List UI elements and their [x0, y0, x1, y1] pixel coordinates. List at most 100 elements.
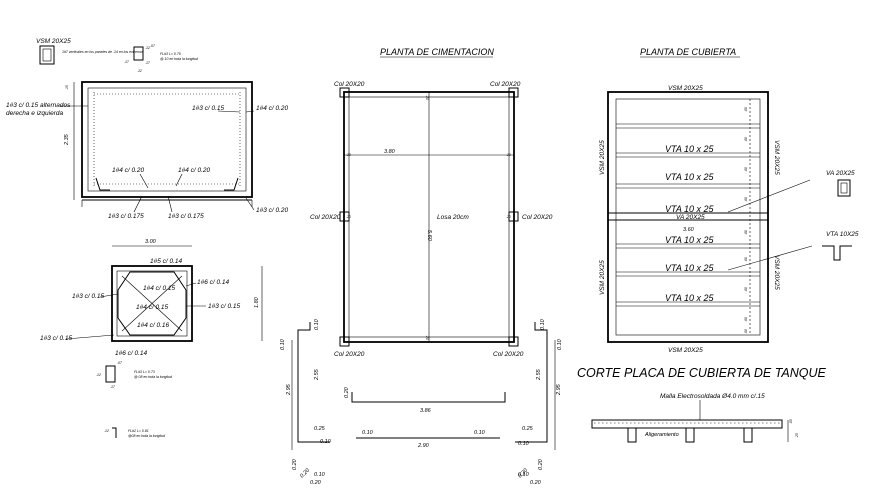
bar-label: 1#3 c/ 0.175	[168, 213, 204, 220]
dim-label: 0.10	[314, 472, 326, 478]
tank-inner-rebar	[87, 87, 247, 192]
malla-label: Malla Electrosoldada Ø4.0 mm c/.15	[660, 393, 765, 400]
bar-label: 1#6 c/ 0.14	[197, 279, 230, 286]
bar-shape	[351, 392, 506, 403]
col-label: Col 20X20	[334, 351, 365, 358]
bar-label: 1#4 c/ 0.15	[136, 304, 169, 311]
dim-label: .60	[744, 329, 748, 334]
diagonal-bar	[121, 275, 183, 332]
elevation-right: 0.10 2.55 0.25 0.10 2.95 0.20 0.10 0.20 …	[515, 318, 563, 486]
tank-outline	[81, 81, 253, 198]
dim-label: .17	[145, 61, 151, 65]
dim-label: .60	[744, 287, 748, 292]
dim-label: .07	[150, 44, 156, 48]
dim-label: 3.86	[420, 408, 432, 414]
vta-section	[822, 245, 852, 261]
bar-label: 1#3 c/ 0.15	[40, 335, 73, 342]
col-label: Col 20X20	[522, 214, 553, 221]
foundation-plan: Col 20X20 Col 20X20 Col 20X20 Col 20X20 …	[310, 81, 553, 358]
vsm-label: VSM 20X25	[668, 347, 703, 354]
dim-label: 0.20	[538, 458, 544, 470]
slab-strip	[591, 419, 783, 429]
hook	[224, 177, 239, 191]
dim-label: 2.95	[286, 383, 292, 396]
dim-560: 5.60	[426, 230, 432, 242]
dim-label: .12	[145, 46, 150, 50]
hook-detail	[112, 427, 117, 438]
title-planta-cubierta: PLANTA DE CUBIERTA	[640, 47, 736, 57]
stirrup-legend-2: @08 en toda la longitud	[128, 434, 166, 438]
bar-label: 1#3 c/ 0.15	[192, 105, 225, 112]
dim-label: .17	[124, 60, 130, 64]
dim-label: 0.20	[310, 480, 322, 486]
column	[508, 87, 519, 98]
dim-05: .05	[789, 419, 793, 424]
leader	[727, 245, 813, 271]
va-label: VA 20X25	[676, 214, 705, 221]
vsm-label: VSM 20X25	[668, 85, 703, 92]
note-left-2: derecha e izquierda	[6, 110, 63, 117]
slab-section: Malla Electrosoldada Ø4.0 mm c/.15 Alige…	[591, 393, 799, 443]
vta-label: VTA 10 x 25	[665, 235, 715, 245]
dim-label: .20	[425, 335, 429, 340]
dim-label: .20	[506, 153, 511, 157]
vsm-detail	[39, 45, 55, 65]
dim-label: 2.90	[417, 443, 430, 449]
dim-label: 0.20	[292, 458, 298, 470]
bar-label: 1#4 c/ 0.20	[112, 167, 145, 174]
dim-label: 2.55	[314, 368, 320, 381]
stirrup-legend-2: @ 10 en toda la longitud	[160, 57, 199, 61]
vsm-stirrup	[42, 48, 52, 62]
dim-label: .20	[346, 215, 351, 219]
dim-label: .20	[346, 153, 351, 157]
bar-label: 1#4 c/ 0.15	[143, 285, 176, 292]
leader	[139, 173, 149, 189]
column	[508, 336, 519, 347]
dim-label: .20	[425, 95, 429, 100]
va-section	[837, 179, 851, 197]
dim-label: 2.55	[536, 368, 542, 381]
tank-section: VSM 20X25 1#7 verticales en los paneles …	[6, 38, 289, 220]
leader	[727, 179, 811, 213]
note-top: 1#7 verticales en los paneles de .14 en …	[62, 50, 144, 54]
stirrup-legend: FL#3 L= 0.75	[160, 52, 181, 56]
footing-inner	[116, 270, 188, 337]
dim-label: 0.10	[320, 439, 332, 445]
dim-label: 0.20	[344, 386, 350, 398]
rib	[627, 427, 637, 443]
column	[508, 211, 519, 222]
leader	[133, 195, 143, 213]
leader	[185, 282, 197, 287]
dim-label: 0.10	[280, 338, 286, 350]
dim-label: .07	[117, 361, 123, 365]
stirrup-detail	[105, 365, 116, 383]
column	[339, 211, 350, 222]
dim-label: .60	[744, 230, 748, 235]
dim-label: .60	[744, 167, 748, 172]
footing-outline	[111, 265, 193, 342]
note-left-1: 1#3 c/ 0.15 alternados	[6, 102, 71, 109]
hook	[95, 177, 110, 191]
vta-label: VTA 10 x 25	[665, 204, 715, 214]
losa-label: Losa 20cm	[437, 214, 469, 221]
vta-label: VTA 10 x 25	[665, 144, 715, 154]
dim-380: 3.80	[384, 149, 396, 155]
leader	[217, 110, 241, 113]
stirrup-detail	[133, 46, 144, 61]
vta-label: VTA 10 x 25	[665, 293, 715, 303]
bar-label: 1#4 c/ 0.20	[178, 167, 211, 174]
bar-label: 1#5 c/ 0.14	[150, 258, 183, 265]
va-stirrup	[840, 182, 848, 194]
col-label: Col 20X20	[493, 351, 524, 358]
vsm-label: VSM 20X25	[773, 140, 780, 175]
leader	[175, 173, 183, 187]
vsm-label: VSM 20X25	[599, 140, 606, 175]
dim-label: 0.25	[314, 426, 326, 432]
leader	[245, 110, 255, 113]
roof-inner	[615, 98, 761, 336]
col-label: Col 20X20	[490, 81, 521, 88]
dim-235: 2.35	[64, 133, 70, 146]
dim-label: 0.10	[557, 338, 563, 350]
dim-label: .60	[744, 257, 748, 262]
